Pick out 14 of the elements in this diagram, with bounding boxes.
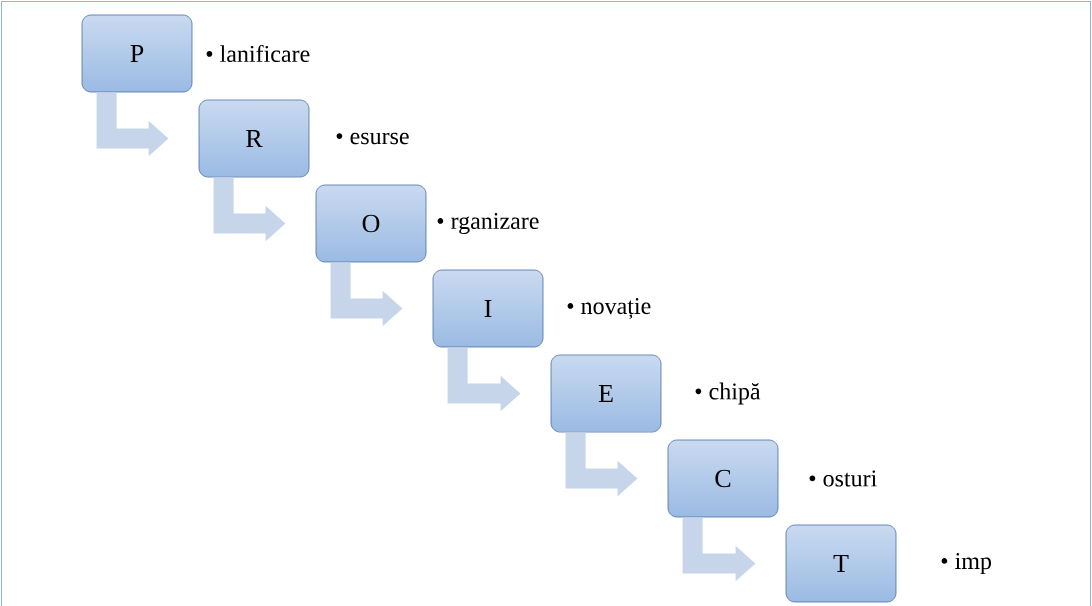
step-box: C — [667, 439, 779, 518]
step-box: O — [315, 184, 427, 263]
step-box: I — [432, 269, 544, 348]
bullet-text: • novație — [567, 298, 651, 319]
bullet-text: • lanificare — [206, 44, 310, 63]
bullet-text: • chipă — [695, 382, 761, 405]
bullet-text: • osturi — [809, 470, 877, 487]
step-box: P — [81, 14, 193, 93]
step-box: E — [550, 354, 662, 433]
step-box: T — [785, 524, 897, 603]
bullet-text: • rganizare — [437, 212, 539, 235]
step-box: R — [198, 99, 310, 178]
bullet-text: • imp — [941, 553, 991, 574]
bullet-text: • esurse — [336, 132, 409, 145]
